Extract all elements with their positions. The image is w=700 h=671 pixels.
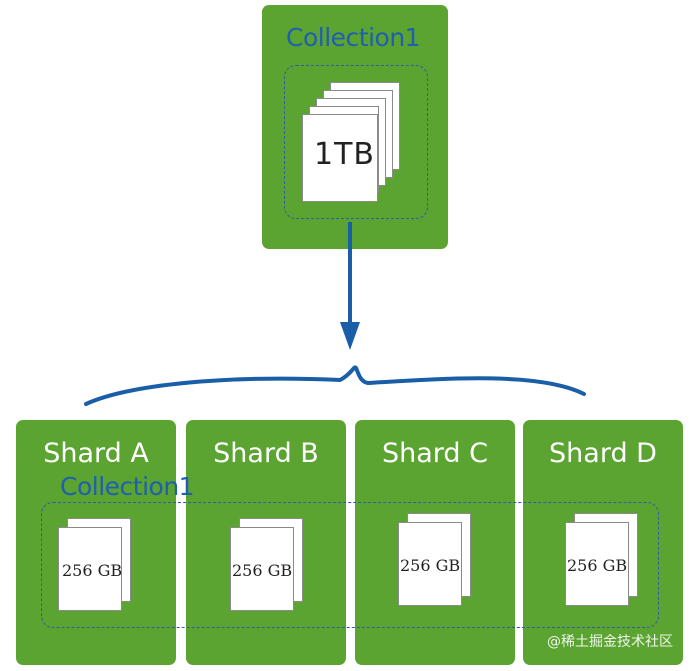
- shard-box-c: Shard C 256 GB: [355, 420, 515, 665]
- top-collection-title: Collection1: [286, 23, 421, 52]
- shard-c-chunk-size: 256 GB: [400, 556, 461, 575]
- distribution-arrowhead: [340, 322, 360, 350]
- shard-c-page-front: 256 GB: [398, 522, 462, 606]
- shard-a-page-front: 256 GB: [58, 527, 122, 611]
- shard-a-chunk-size: 256 GB: [62, 561, 123, 580]
- bottom-collection-title: Collection1: [60, 472, 195, 501]
- shard-d-page-front: 256 GB: [565, 522, 629, 606]
- shard-box-a: Shard A 256 GB: [16, 420, 176, 665]
- top-collection-dashed-region: [284, 65, 428, 219]
- top-collection-box: Collection1 1TB: [262, 5, 448, 249]
- shard-title-b: Shard B: [213, 438, 319, 469]
- curly-brace: [84, 365, 586, 406]
- shard-box-d: Shard D 256 GB @稀土掘金技术社区: [523, 420, 683, 665]
- shard-b-page-front: 256 GB: [230, 527, 294, 611]
- shard-title-c: Shard C: [382, 438, 488, 469]
- bottom-collection-dashed-region: [41, 502, 659, 628]
- document-page-front: 1TB: [302, 114, 378, 202]
- shard-d-chunk-size: 256 GB: [567, 556, 628, 575]
- shard-title-a: Shard A: [43, 438, 149, 469]
- shard-box-b: Shard B 256 GB: [186, 420, 346, 665]
- watermark-text: @稀土掘金技术社区: [547, 634, 673, 650]
- shard-b-chunk-size: 256 GB: [232, 561, 293, 580]
- shard-title-d: Shard D: [549, 438, 657, 469]
- collection-size-label: 1TB: [314, 137, 375, 172]
